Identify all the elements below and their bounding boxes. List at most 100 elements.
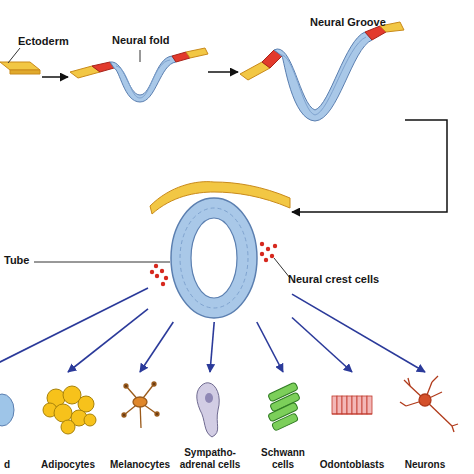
cell-type-node: Schwann cells [249, 372, 317, 472]
cell-partial [0, 394, 14, 426]
odontoblast-cells-part [362, 396, 367, 414]
schwann-cells-part [272, 413, 299, 431]
sympathoadrenal-cell-part [205, 393, 213, 403]
neural-groove-plate [240, 22, 404, 121]
adipocyte-cells-part [84, 414, 96, 426]
odontoblast-cells-part [352, 396, 357, 414]
stage-node: Neural Groove [238, 14, 405, 126]
neural-tube-part [34, 262, 170, 263]
neural-tube-part [171, 198, 257, 318]
neural-groove-plate-part [280, 37, 366, 115]
adipocyte-cells-part [61, 420, 75, 434]
stage-label: Neural Groove [310, 16, 386, 29]
stage-node: Ectoderm [0, 30, 42, 85]
odontoblast-cells-part [332, 413, 372, 414]
odontoblast-cells [332, 396, 372, 414]
neural-tube-part [180, 208, 248, 308]
odontoblast-cells-part [357, 396, 362, 414]
neural-fold-plate-part [186, 48, 208, 58]
schwann-cells [268, 382, 301, 431]
structure-label: Neural crest cells [288, 273, 379, 286]
cell-type-label: Sympatho-adrenal cells [176, 447, 244, 470]
neural-fold-plate [70, 48, 208, 102]
cell-type-label: Adipocytes [34, 459, 102, 471]
neural-crest-dots-part [270, 254, 274, 258]
neural-crest-dots-part [266, 247, 270, 251]
stage-label: Neural fold [112, 34, 169, 47]
odontoblast-cells-part [337, 396, 342, 414]
melanocyte-cell-part [152, 382, 156, 386]
sympathoadrenal-cell [197, 383, 219, 437]
adipocyte-cells-part [54, 404, 72, 422]
arrow-connector [0, 288, 148, 372]
neural-crest-dots-part [264, 258, 268, 262]
neural-crest-dots-part [160, 269, 164, 273]
adipocyte-cells [43, 386, 96, 434]
ectoderm-slab-part [10, 70, 40, 74]
neural-fold-plate-part [140, 50, 141, 62]
adipocyte-cells-part [78, 396, 94, 412]
arrow-connector [257, 322, 283, 372]
neural-crest-dots-part [273, 244, 277, 248]
sympathoadrenal-cell-part [197, 383, 219, 437]
cell-type-label: Neurons [391, 459, 459, 471]
arrow-connector [140, 322, 173, 372]
cell-type-node: Sympatho-adrenal cells [176, 372, 244, 472]
stage-node: Neural fold [68, 30, 208, 102]
neural-groove-plate-part [274, 32, 372, 121]
arrow-connector [68, 309, 148, 372]
melanocyte-cell-part [155, 412, 159, 416]
stage-label: Ectoderm [18, 35, 69, 48]
arrow-connector [210, 322, 214, 372]
cell-type-node: Adipocytes [34, 372, 102, 472]
neuron-cell [400, 376, 458, 432]
odontoblast-cells-part [332, 396, 337, 414]
odontoblast-cells-part [347, 396, 352, 414]
neural-crest-dots [150, 242, 277, 286]
neural-tube-part [191, 218, 237, 298]
neural-crest-dots-part [150, 270, 154, 274]
neuron-cell-part [432, 376, 438, 382]
melanocyte-cell-part [133, 397, 147, 407]
arrow-connector [208, 71, 238, 73]
melanocyte-cell-part [124, 384, 128, 388]
ectoderm-slab-part [8, 48, 20, 63]
neuron-cell-part [452, 426, 454, 432]
cell-type-node: Neurons [391, 372, 459, 472]
structure-label: Tube [4, 254, 29, 267]
cell-type-node: Odontoblasts [318, 372, 386, 472]
arrow-connector [292, 318, 352, 373]
neural-crest-dots-part [155, 274, 159, 278]
neural-tube-part [150, 182, 290, 214]
neural-crest-dots-part [161, 282, 165, 286]
neural-tube [34, 182, 290, 318]
melanocyte-cell [122, 382, 159, 428]
cell-type-node: Melanocytes [106, 372, 174, 472]
ectoderm-slab [0, 48, 40, 74]
neuron-cell-part [400, 402, 406, 406]
arrow-connector [42, 76, 68, 78]
cell-type-label: Melanocytes [106, 459, 174, 471]
neuron-cell-part [419, 394, 431, 406]
odontoblast-cells-part [342, 396, 347, 414]
neuron-cell-part [408, 378, 410, 386]
cell-type-label: Schwann cells [249, 447, 317, 470]
neural-crest-dots-part [164, 276, 168, 280]
neuron-cell-part [452, 424, 458, 426]
neural-crest-dots-part [154, 264, 158, 268]
melanocyte-cell-part [122, 413, 126, 417]
cell-partial-part [0, 394, 14, 426]
ectoderm-slab-part [0, 62, 40, 70]
neural-tube-node: TubeNeural crest cells [148, 182, 292, 322]
odontoblast-cells-part [367, 396, 372, 414]
cell-type-label: d [0, 459, 14, 471]
neural-crest-dots-part [260, 242, 264, 246]
cell-type-label: Odontoblasts [318, 459, 386, 471]
neural-tube-part [274, 258, 290, 278]
neural-crest-dots-part [260, 252, 264, 256]
neural-fold-plate-part [110, 56, 176, 102]
